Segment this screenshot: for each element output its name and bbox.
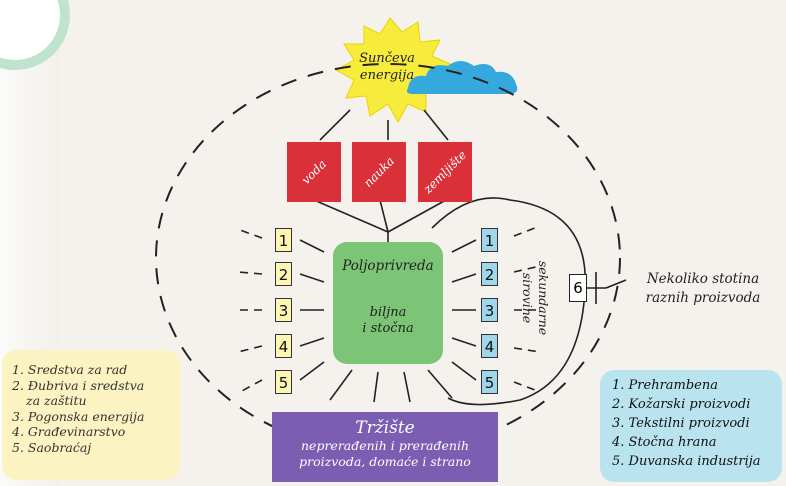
market-line1: neprerađenih i prerađenih (301, 438, 469, 453)
secondary-materials-label: sekundarne sirovine (519, 253, 551, 343)
products-line1: Nekoliko stotina (646, 271, 760, 287)
cloud-icon (406, 61, 518, 94)
sun-label-line2: energija (359, 68, 415, 83)
market-title: Tržište (355, 418, 415, 438)
inputs-item-2b: za zaštitu (26, 393, 87, 408)
resource-box-science: nauka (352, 142, 406, 202)
inputs-item-1: 1. Sredstva za rad (12, 362, 128, 377)
agriculture-box (333, 242, 443, 364)
outputs-item-2: 2. Kožarski proizvodi (612, 397, 751, 412)
agriculture-line1: biljna (369, 305, 407, 320)
agriculture-title: Poljoprivreda (342, 258, 434, 274)
sun-icon (334, 17, 452, 124)
right-number-3: 3 (481, 298, 498, 322)
outputs-item-3: 3. Tekstilni proizvodi (612, 416, 750, 431)
outputs-panel: 1. Prehrambena 2. Kožarski proizvodi 3. … (600, 370, 782, 482)
outputs-item-4: 4. Stočna hrana (612, 435, 717, 450)
secondary-line2: sirovine (520, 272, 535, 324)
secondary-line1: sekundarne (536, 260, 551, 336)
outputs-item-1: 1. Prehrambena (612, 378, 718, 393)
left-number-3: 3 (275, 298, 292, 322)
resource-label-land: zemljište (420, 147, 470, 197)
inputs-item-2: 2. Đubriva i sredstva (12, 377, 145, 393)
outputs-item-5: 5. Duvanska industrija (612, 454, 761, 469)
sun-label: Sunčeva energija (352, 50, 422, 84)
resource-label-water: voda (298, 156, 330, 188)
right-number-5: 5 (481, 370, 498, 394)
right-number-1: 1 (481, 228, 498, 252)
left-number-4: 4 (275, 334, 292, 358)
left-number-2: 2 (275, 262, 292, 286)
market-box: Tržište neprerađenih i prerađenih proizv… (272, 412, 498, 482)
right-number-2: 2 (481, 262, 498, 286)
products-label: Nekoliko stotina raznih proizvoda (628, 270, 778, 308)
resource-label-science: nauka (360, 153, 398, 191)
market-line2: proizvoda, domaće i strano (299, 454, 471, 469)
products-line2: raznih proizvoda (645, 290, 761, 306)
resource-box-water: voda (287, 142, 341, 202)
inputs-item-3: 3. Pogonska energija (12, 408, 145, 424)
inputs-item-4: 4. Građevinarstvo (12, 424, 126, 439)
left-number-1: 1 (275, 228, 292, 252)
right-number-4: 4 (481, 334, 498, 358)
resource-box-land: zemljište (418, 142, 472, 202)
sun-label-line1: Sunčeva (359, 51, 415, 66)
inputs-panel: 1. Sredstva za rad 2. Đubriva i sredstva… (2, 350, 180, 480)
inputs-item-5: 5. Saobraćaj (12, 439, 92, 455)
number-box-6: 6 (569, 274, 587, 302)
agriculture-line2: i stočna (362, 321, 414, 336)
left-number-5: 5 (275, 370, 292, 394)
